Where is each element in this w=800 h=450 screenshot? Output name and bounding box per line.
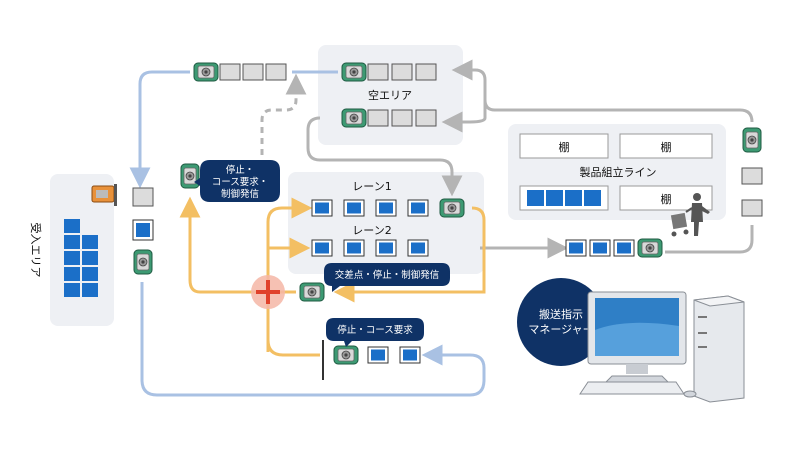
lane1-label: レーン1 [352,180,391,193]
callout-bottom: 停止・コース要求 [326,318,424,347]
intersection-cross-icon [251,275,285,309]
svg-text:停止・: 停止・ [226,164,255,176]
svg-text:制御発信: 制御発信 [221,188,259,200]
manager-line1: 搬送指示 [539,307,583,321]
agv-train-bottom [333,345,421,365]
receiving-box-stack [64,219,98,297]
route-blue-top-left [129,70,190,189]
manager-line2: マネージャー [528,323,593,336]
manager-circle: 搬送指示 マネージャー [517,278,605,366]
route-orange-bottom [266,339,320,357]
route-orange-left [179,196,296,294]
shelf-1 [519,133,609,159]
agv-train-right [741,127,763,217]
shelf-3-label: 棚 [661,192,672,206]
shelf-2 [619,133,713,159]
route-blue-bottom [140,282,486,397]
route-gray-dashed [260,73,307,155]
receiving-area-label: 受入エリア [29,223,42,278]
agv-intersection [299,282,325,302]
svg-text:交差点・停止・制御発信: 交差点・停止・制御発信 [335,269,440,281]
shelf-2-label: 棚 [661,140,672,154]
lane2-label: レーン2 [352,224,391,237]
callout-intersection: 交差点・停止・制御発信 [324,263,450,292]
route-gray-empty-return [441,100,487,133]
empty-area-label: 空エリア [368,88,412,102]
svg-text:停止・コース要求: 停止・コース要求 [337,324,413,336]
route-gray-top [451,59,754,123]
receiving-agv-stack [132,187,154,275]
route-orange-main [333,206,486,303]
route-orange-vertical [266,197,313,352]
computer-icon [579,291,745,403]
forklift-icon [91,184,117,206]
svg-text:コース要求・: コース要求・ [212,176,269,188]
shelf-1-label: 棚 [559,140,570,154]
callout-left: 停止・ コース要求・ 制御発信 [194,160,280,202]
agv-left [180,163,200,189]
worker-cart-icon [670,193,710,237]
lane-area-bg [288,172,484,274]
agv-train-top [193,62,287,82]
agv-train-exit [565,238,663,258]
route-gray-right [665,225,754,254]
route-gray-down [306,116,463,197]
assembly-line-label: 製品組立ライン [580,165,657,179]
